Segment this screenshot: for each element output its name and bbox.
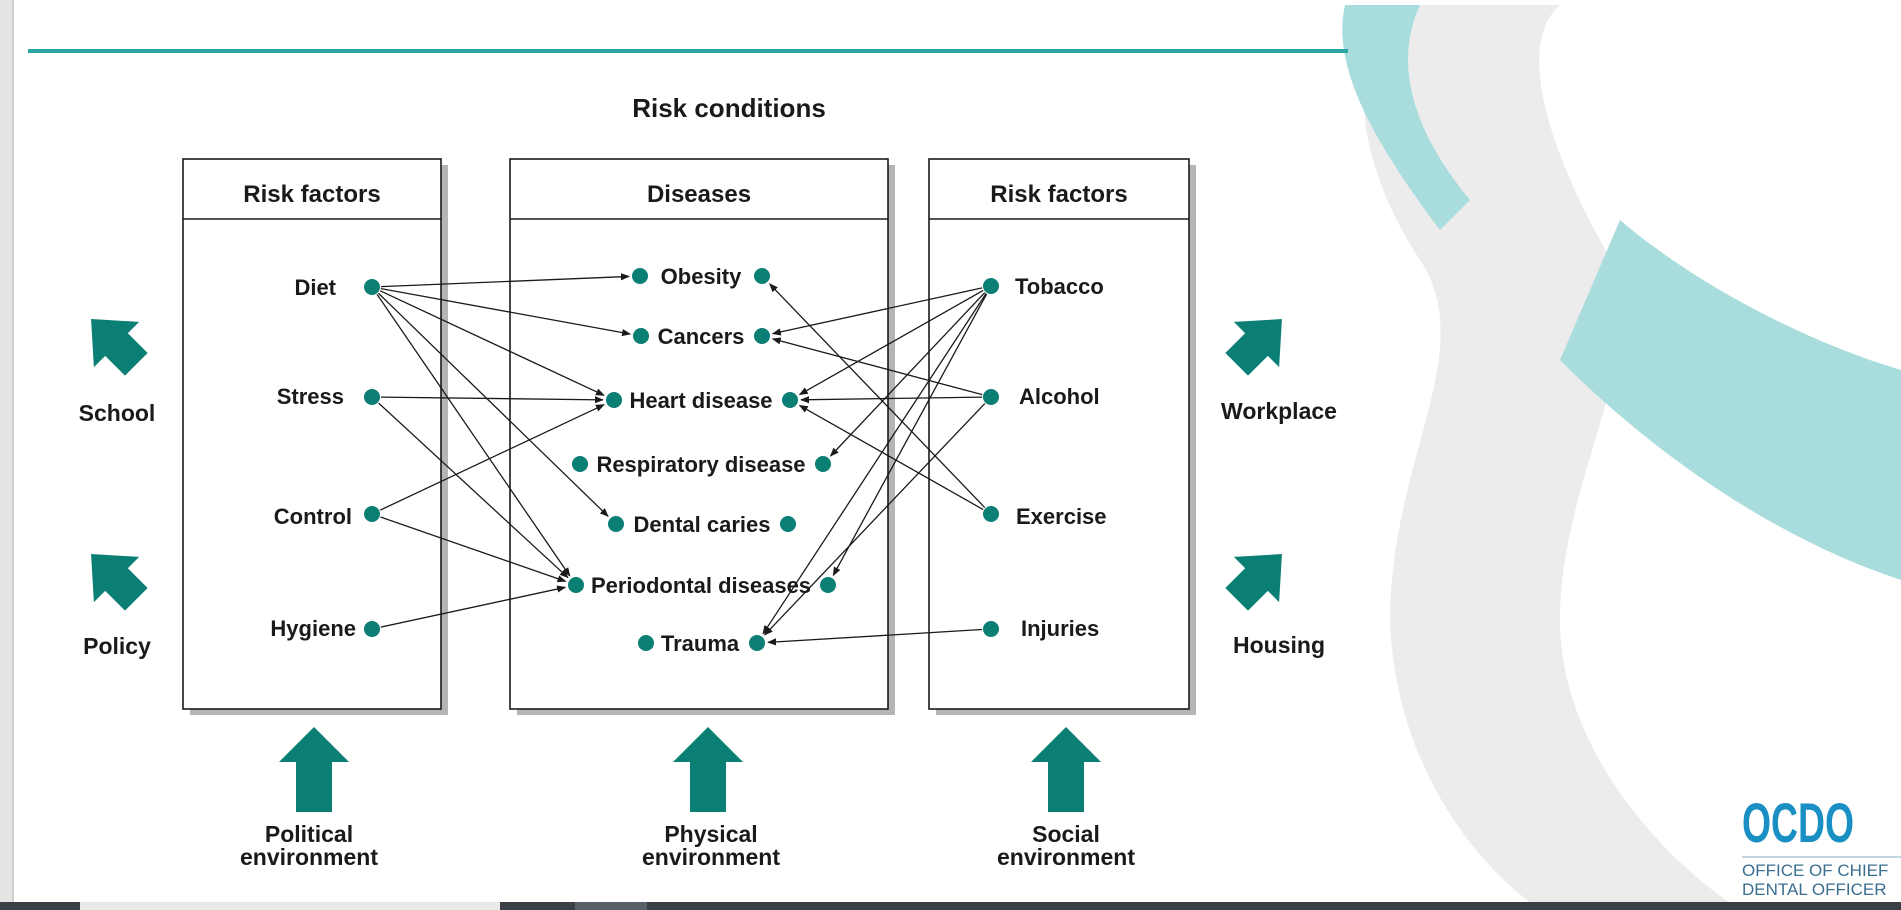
center-box-header: Diseases xyxy=(647,181,751,208)
disease-cancers-dot-left xyxy=(633,328,649,344)
policy-arrow-icon xyxy=(91,554,148,611)
disease-caries-dot-right xyxy=(780,516,796,532)
link-hygiene-to-periodontal-diseases xyxy=(380,585,567,628)
disease-respiratory-dot-right xyxy=(815,456,831,472)
ocdo-logo: OCDO OFFICE OF CHIEF DENTAL OFFICER xyxy=(1742,791,1901,899)
ribbon-decoration xyxy=(1342,5,1901,910)
disease-cancers: Cancers xyxy=(658,324,745,349)
influence-social-line2: environment xyxy=(997,844,1135,870)
ocdo-tagline-line2: DENTAL OFFICER xyxy=(1742,880,1887,899)
school-arrow-icon xyxy=(91,319,148,376)
disease-periodontal-dot-left xyxy=(568,577,584,593)
influence-policy: Policy xyxy=(83,633,151,659)
disease-heart-disease: Heart disease xyxy=(629,388,772,413)
disease-trauma: Trauma xyxy=(661,631,740,656)
influence-workplace: Workplace xyxy=(1221,398,1337,424)
disease-obesity-dot-left xyxy=(632,268,648,284)
influence-physical-line1: Physical xyxy=(664,821,757,847)
social-environment-arrow-icon xyxy=(1031,727,1101,812)
disease-trauma-dot-right xyxy=(749,635,765,651)
link-alcohol-to-heart-disease xyxy=(800,396,983,404)
right-item-exercise-dot xyxy=(983,506,999,522)
left-item-stress-dot xyxy=(364,389,380,405)
right-item-injuries: Injuries xyxy=(1021,616,1099,641)
influence-school: School xyxy=(79,400,156,426)
left-item-control-dot xyxy=(364,506,380,522)
top-rule xyxy=(28,49,1348,53)
left-risk-factors-box: Risk factors xyxy=(182,158,448,715)
link-tobacco-to-periodontal-diseases xyxy=(832,293,988,577)
link-exercise-to-obesity xyxy=(769,283,986,508)
link-injuries-to-trauma xyxy=(767,628,983,646)
link-tobacco-to-heart-disease xyxy=(798,289,984,396)
right-item-tobacco: Tobacco xyxy=(1015,274,1104,299)
left-item-stress: Stress xyxy=(277,384,344,409)
link-stress-to-heart-disease xyxy=(380,396,604,404)
influence-physical-line2: environment xyxy=(642,844,780,870)
influence-political-line2: environment xyxy=(240,844,378,870)
ocdo-logo-text: OCDO xyxy=(1742,791,1854,854)
disease-obesity-dot-right xyxy=(754,268,770,284)
disease-dental-caries: Dental caries xyxy=(634,512,771,537)
right-item-alcohol-dot xyxy=(983,389,999,405)
left-item-control: Control xyxy=(274,504,352,529)
right-influences: Workplace Housing xyxy=(1221,319,1337,658)
disease-respiratory-dot-left xyxy=(572,456,588,472)
left-box-header: Risk factors xyxy=(243,181,380,208)
disease-trauma-dot-left xyxy=(638,635,654,651)
link-tobacco-to-trauma xyxy=(762,293,987,635)
left-item-diet: Diet xyxy=(294,275,336,300)
link-diet-to-dental-caries xyxy=(378,292,609,517)
link-diet-to-cancers xyxy=(380,287,632,337)
disease-cancers-dot-right xyxy=(754,328,770,344)
influence-housing: Housing xyxy=(1233,632,1325,658)
left-window-edge-line xyxy=(12,0,14,910)
link-alcohol-to-cancers xyxy=(771,337,983,396)
link-control-to-heart-disease xyxy=(379,404,605,511)
disease-respiratory: Respiratory disease xyxy=(596,452,805,477)
link-diet-to-obesity xyxy=(380,273,630,288)
disease-periodontal: Periodontal diseases xyxy=(591,573,811,598)
bottom-influences: Political environment Physical environme… xyxy=(240,727,1135,870)
link-alcohol-to-trauma xyxy=(763,403,986,636)
left-risk-factor-items: Diet Stress Control Hygiene xyxy=(270,275,380,641)
left-window-edge xyxy=(0,0,12,910)
disease-obesity: Obesity xyxy=(661,264,742,289)
disease-caries-dot-left xyxy=(608,516,624,532)
diseases-box: Diseases xyxy=(509,158,895,715)
diagram-title: Risk conditions xyxy=(632,93,826,123)
political-environment-arrow-icon xyxy=(279,727,349,812)
link-exercise-to-heart-disease xyxy=(798,404,984,511)
right-item-exercise: Exercise xyxy=(1016,504,1107,529)
connector-arrows xyxy=(376,273,988,646)
housing-arrow-icon xyxy=(1225,554,1282,611)
physical-environment-arrow-icon xyxy=(673,727,743,812)
right-item-alcohol: Alcohol xyxy=(1019,384,1100,409)
ocdo-tagline-line1: OFFICE OF CHIEF xyxy=(1742,861,1888,880)
disease-periodontal-dot-right xyxy=(820,577,836,593)
right-box-header: Risk factors xyxy=(990,181,1127,208)
link-diet-to-periodontal-diseases xyxy=(376,294,571,577)
right-item-tobacco-dot xyxy=(983,278,999,294)
link-control-to-periodontal-diseases xyxy=(380,516,567,583)
left-item-hygiene-dot xyxy=(364,621,380,637)
influence-social-line1: Social xyxy=(1032,821,1100,847)
workplace-arrow-icon xyxy=(1225,319,1282,376)
right-risk-factors-box: Risk factors xyxy=(928,158,1196,715)
disease-heart-dot-right xyxy=(782,392,798,408)
left-influences: School Policy xyxy=(79,319,156,659)
link-tobacco-to-cancers xyxy=(771,287,983,336)
left-item-hygiene: Hygiene xyxy=(270,616,356,641)
disease-heart-dot-left xyxy=(606,392,622,408)
influence-political-line1: Political xyxy=(265,821,353,847)
left-item-diet-dot xyxy=(364,279,380,295)
link-stress-to-periodontal-diseases xyxy=(378,402,569,579)
bottom-strip xyxy=(0,902,1901,910)
link-diet-to-heart-disease xyxy=(379,290,605,396)
disease-items: Obesity Cancers Heart disease Respirator… xyxy=(568,264,836,656)
right-risk-factor-items: Tobacco Alcohol Exercise Injuries xyxy=(983,274,1107,641)
right-item-injuries-dot xyxy=(983,621,999,637)
